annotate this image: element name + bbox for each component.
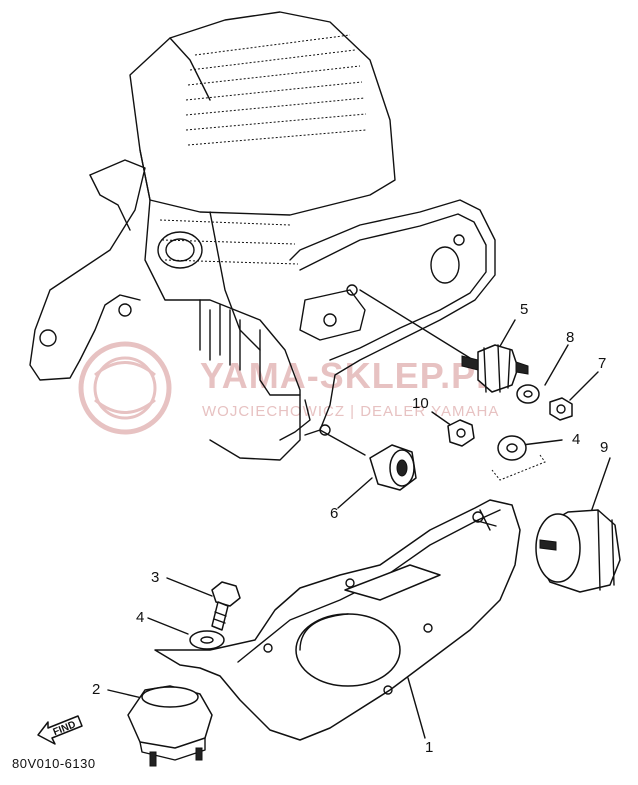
- callout-8: 8: [566, 329, 574, 346]
- callout-3: 3: [151, 569, 159, 586]
- part-5-damper-bush: [461, 344, 529, 393]
- diagram-part-code: 80V010-6130: [12, 756, 96, 771]
- callout-4-lower: 4: [136, 609, 144, 626]
- callout-5: 5: [520, 301, 528, 318]
- leader-lines: [107, 289, 611, 739]
- part-4-washer-upper: [497, 435, 527, 461]
- watermark-subtitle: WOJCIECHOWICZ | DEALER YAMAHA: [202, 403, 499, 420]
- find-arrow-label: FIND: [52, 719, 78, 738]
- watermark-title: YAMA-SKLEP.PL: [200, 355, 499, 396]
- part-9-rubber-mount: [535, 509, 621, 593]
- watermark-logo: [78, 341, 172, 435]
- callout-1: 1: [425, 739, 433, 756]
- callout-7: 7: [598, 355, 606, 372]
- callout-2: 2: [92, 681, 100, 698]
- callout-labels: 1 2 3 4 4 5 6 7 8 9 10: [92, 301, 608, 756]
- part-3-bolt: [211, 581, 241, 631]
- part-7-nut: [549, 397, 573, 421]
- callout-6: 6: [330, 505, 338, 522]
- callout-9: 9: [600, 439, 608, 456]
- part-10-nut: [447, 419, 475, 447]
- engine-outline: [29, 11, 496, 461]
- callout-10: 10: [412, 395, 429, 412]
- part-1-engine-bracket: [154, 499, 521, 741]
- find-arrow: FIND: [37, 715, 83, 745]
- part-6-collar: [369, 444, 417, 491]
- part-2-rubber-mount: [127, 685, 213, 767]
- part-4-washer-lower: [189, 630, 225, 650]
- callout-4-upper: 4: [572, 431, 580, 448]
- part-8-washer: [516, 384, 540, 404]
- watermark: YAMA-SKLEP.PL WOJCIECHOWICZ | DEALER YAM…: [78, 341, 499, 435]
